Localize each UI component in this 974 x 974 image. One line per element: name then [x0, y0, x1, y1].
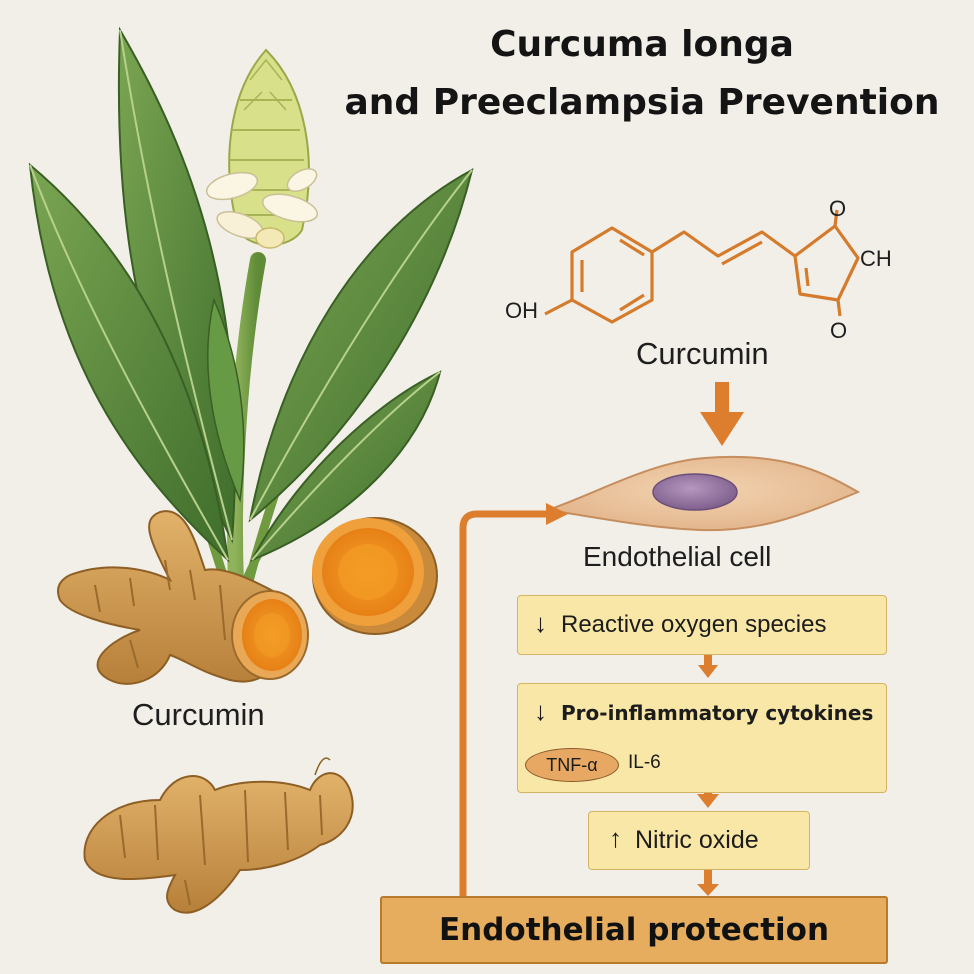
step-pro-inflammatory-cytokines: ↓ Pro-inflammatory cytokines TNF-α IL-6: [517, 683, 887, 793]
atom-ch: CH: [860, 246, 892, 271]
step-nitric-oxide: ↑ Nitric oxide: [588, 811, 810, 870]
rhizome-lower: [83, 757, 354, 914]
plant-leaves: [28, 26, 474, 563]
feedback-arrow: [459, 503, 568, 898]
step-arrow-1: [698, 655, 718, 678]
title-line-1: Curcuma longa: [490, 24, 794, 65]
step-reactive-oxygen-species: ↓ Reactive oxygen species: [517, 595, 887, 655]
flower-spike: [205, 48, 318, 249]
outcome-endothelial-protection: Endothelial protection: [380, 896, 888, 964]
curcumin-structure: [544, 209, 860, 324]
title-line-2: and Preeclampsia Prevention: [344, 82, 940, 123]
atom-o-bottom: O: [830, 318, 848, 343]
marker-tnf-alpha: TNF-α: [525, 748, 619, 782]
turmeric-slice: [312, 517, 438, 635]
atom-oh: OH: [505, 298, 538, 323]
arrow-down-icon: ↓: [534, 696, 547, 726]
arrow-down-icon: ↓: [534, 608, 547, 638]
rhizome-upper: [57, 510, 309, 685]
cell-label: Endothelial cell: [583, 541, 772, 572]
step-text: Nitric oxide: [635, 826, 759, 854]
marker-il-6: IL-6: [628, 752, 661, 773]
step-text: Pro-inflammatory cytokines: [561, 701, 874, 725]
plant-label: Curcumin: [132, 697, 265, 732]
endothelial-cell: [547, 455, 861, 532]
arrow-to-cell: [700, 382, 744, 446]
step-arrow-3: [697, 870, 719, 896]
arrow-up-icon: ↑: [609, 823, 622, 853]
atom-o-top: O: [829, 196, 847, 221]
molecule-name: Curcumin: [636, 336, 769, 371]
step-text: Reactive oxygen species: [561, 611, 827, 638]
